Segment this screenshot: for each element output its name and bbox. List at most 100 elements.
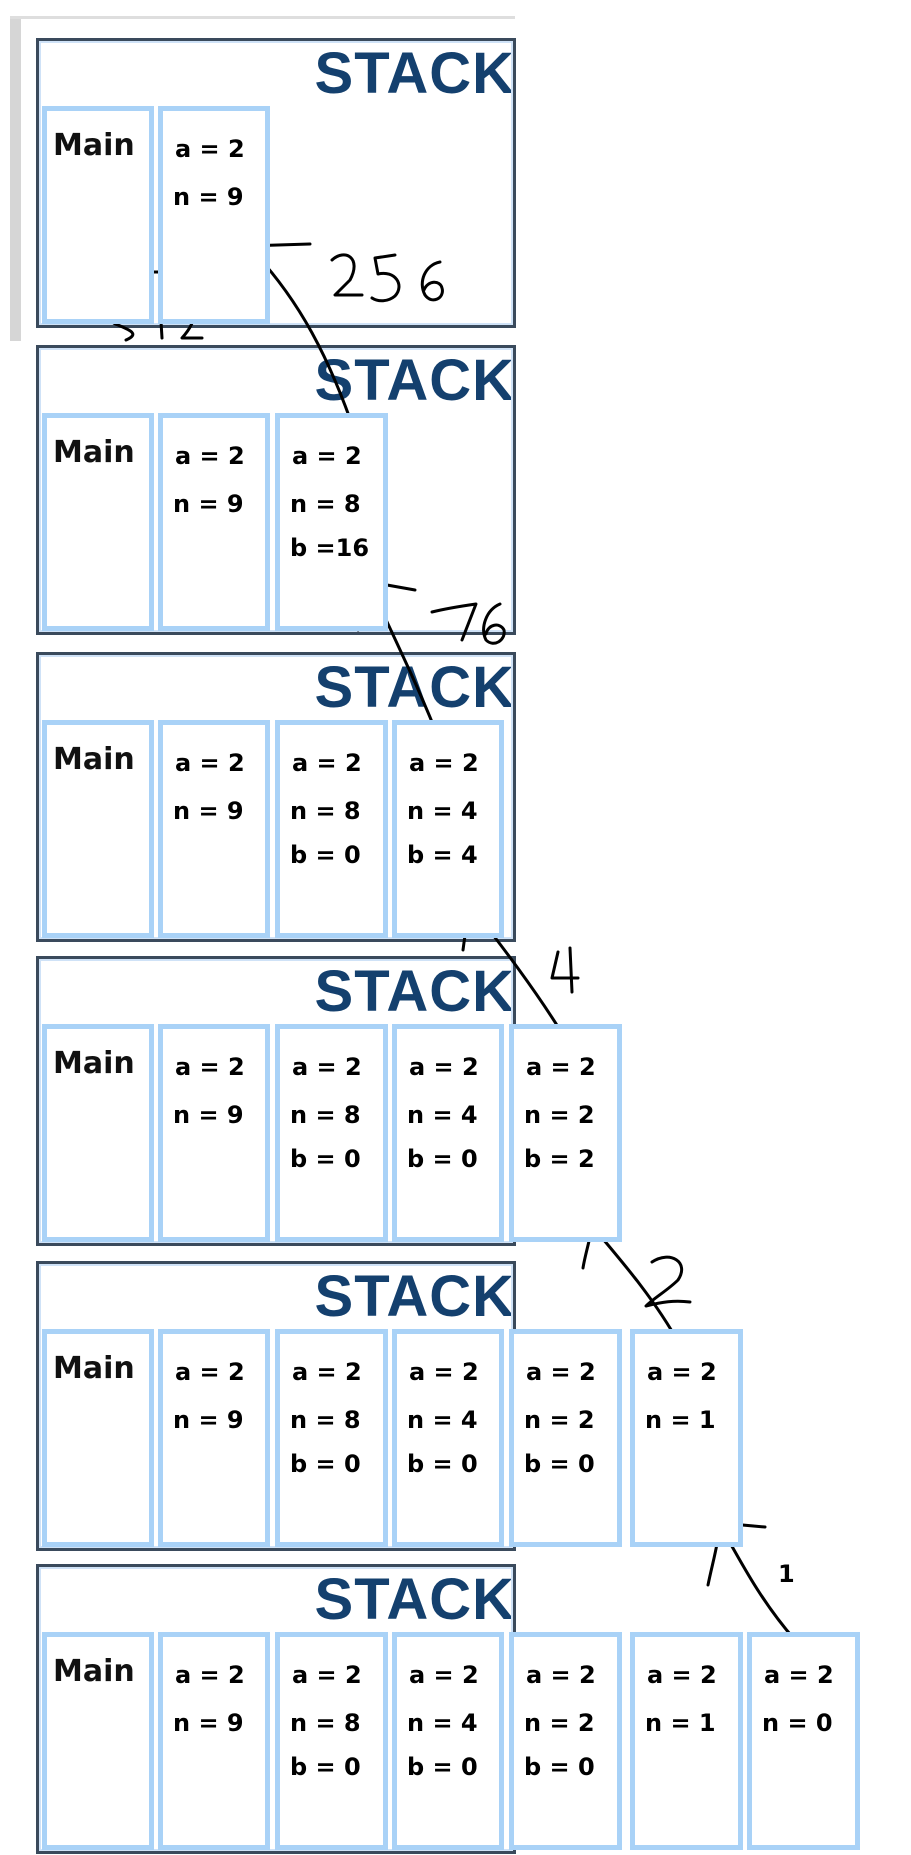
frame-variable: a = 2 xyxy=(175,1053,245,1081)
frame-variable: n = 2 xyxy=(524,1709,595,1737)
main-label: Main xyxy=(53,435,135,470)
frame-variable: a = 2 xyxy=(647,1661,717,1689)
call-frame: a = 2 n = 8 b = 0 xyxy=(275,1632,388,1850)
call-frame: a = 2 n = 8 b =16 xyxy=(275,413,388,631)
frame-variable: b = 0 xyxy=(290,841,361,869)
main-frame: Main xyxy=(42,1632,154,1850)
call-frame: a = 2 n = 9 xyxy=(158,1632,270,1850)
main-frame: Main xyxy=(42,1329,154,1547)
call-frame: a = 2 n = 9 xyxy=(158,413,270,631)
frame-variable: a = 2 xyxy=(526,1358,596,1386)
frame-variable: a = 2 xyxy=(764,1661,834,1689)
frame-variable: n = 9 xyxy=(173,183,244,211)
frame-variable: n = 4 xyxy=(407,1101,478,1129)
main-label: Main xyxy=(53,742,135,777)
frame-variable: b = 0 xyxy=(407,1145,478,1173)
stack-title: STACK xyxy=(314,41,515,106)
frame-variable: n = 2 xyxy=(524,1406,595,1434)
call-frame: a = 2 n = 9 xyxy=(158,720,270,938)
frame-variable: b = 0 xyxy=(290,1145,361,1173)
main-frame: Main xyxy=(42,106,154,324)
call-frame: a = 2 n = 8 b = 0 xyxy=(275,1024,388,1242)
frame-variable: a = 2 xyxy=(292,1358,362,1386)
stack-title: STACK xyxy=(314,1264,515,1329)
frame-variable: n = 8 xyxy=(290,1406,361,1434)
frame-variable: a = 2 xyxy=(409,1358,479,1386)
call-frame: a = 2 n = 4 b = 4 xyxy=(392,720,504,938)
main-label: Main xyxy=(53,128,135,163)
frame-variable: a = 2 xyxy=(409,749,479,777)
frame-variable: b = 0 xyxy=(290,1753,361,1781)
stack-title: STACK xyxy=(314,959,515,1024)
frame-variable: n = 0 xyxy=(762,1709,833,1737)
frame-variable: n = 9 xyxy=(173,1101,244,1129)
frame-variable: n = 4 xyxy=(407,797,478,825)
frame-variable: n = 4 xyxy=(407,1709,478,1737)
call-frame: a = 2 n = 9 xyxy=(158,106,270,324)
frame-variable: a = 2 xyxy=(647,1358,717,1386)
frame-variable: n = 9 xyxy=(173,797,244,825)
frame-variable: n = 8 xyxy=(290,797,361,825)
annotation-1: 1 xyxy=(778,1560,795,1588)
stack-title: STACK xyxy=(314,348,515,413)
frame-variable: b = 0 xyxy=(524,1450,595,1478)
main-frame: Main xyxy=(42,413,154,631)
call-frame: a = 2 n = 2 b = 0 xyxy=(509,1632,622,1850)
frame-variable: a = 2 xyxy=(175,442,245,470)
frame-variable: b = 0 xyxy=(407,1450,478,1478)
frame-variable: n = 9 xyxy=(173,490,244,518)
frame-variable: a = 2 xyxy=(292,749,362,777)
frame-variable: b = 2 xyxy=(524,1145,595,1173)
frame-variable: n = 8 xyxy=(290,490,361,518)
ink-stroke-4 xyxy=(550,946,580,994)
call-frame: a = 2 n = 8 b = 0 xyxy=(275,1329,388,1547)
call-frame: a = 2 n = 2 b = 2 xyxy=(509,1024,622,1242)
call-frame: a = 2 n = 1 xyxy=(630,1632,743,1850)
call-frame: a = 2 n = 8 b = 0 xyxy=(275,720,388,938)
call-frame: a = 2 n = 4 b = 0 xyxy=(392,1632,504,1850)
call-frame: a = 2 n = 0 xyxy=(747,1632,860,1850)
frame-variable: n = 9 xyxy=(173,1406,244,1434)
frame-variable: b = 0 xyxy=(524,1753,595,1781)
frame-variable: n = 9 xyxy=(173,1709,244,1737)
frame-variable: n = 2 xyxy=(524,1101,595,1129)
call-frame: a = 2 n = 1 xyxy=(630,1329,743,1547)
frame-variable: n = 4 xyxy=(407,1406,478,1434)
frame-variable: n = 8 xyxy=(290,1101,361,1129)
frame-variable: a = 2 xyxy=(526,1053,596,1081)
frame-variable: a = 2 xyxy=(175,1661,245,1689)
frame-variable: n = 1 xyxy=(645,1709,716,1737)
window-top-edge xyxy=(10,16,515,19)
frame-variable: a = 2 xyxy=(409,1661,479,1689)
call-frame: a = 2 n = 9 xyxy=(158,1024,270,1242)
call-frame: a = 2 n = 2 b = 0 xyxy=(509,1329,622,1547)
ink-stroke-2 xyxy=(644,1255,692,1308)
frame-variable: a = 2 xyxy=(526,1661,596,1689)
frame-variable: b = 0 xyxy=(407,1753,478,1781)
window-edge xyxy=(10,16,21,341)
arrow-2-icon xyxy=(581,1222,682,1347)
ink-stroke-16 xyxy=(430,602,506,645)
ink-stroke-256 xyxy=(330,253,444,303)
main-frame: Main xyxy=(42,720,154,938)
call-frame: a = 2 n = 4 b = 0 xyxy=(392,1329,504,1547)
main-label: Main xyxy=(53,1046,135,1081)
frame-variable: n = 1 xyxy=(645,1406,716,1434)
frame-variable: a = 2 xyxy=(292,442,362,470)
frame-variable: a = 2 xyxy=(175,1358,245,1386)
stack-title: STACK xyxy=(314,655,515,720)
main-label: Main xyxy=(53,1654,135,1689)
main-frame: Main xyxy=(42,1024,154,1242)
frame-variable: a = 2 xyxy=(292,1661,362,1689)
main-label: Main xyxy=(53,1351,135,1386)
frame-variable: b = 4 xyxy=(407,841,478,869)
frame-variable: b =16 xyxy=(290,534,370,562)
frame-variable: n = 8 xyxy=(290,1709,361,1737)
frame-variable: a = 2 xyxy=(292,1053,362,1081)
stack-title: STACK xyxy=(314,1567,515,1632)
frame-variable: a = 2 xyxy=(175,749,245,777)
frame-variable: a = 2 xyxy=(175,135,245,163)
frame-variable: b = 0 xyxy=(290,1450,361,1478)
call-frame: a = 2 n = 9 xyxy=(158,1329,270,1547)
